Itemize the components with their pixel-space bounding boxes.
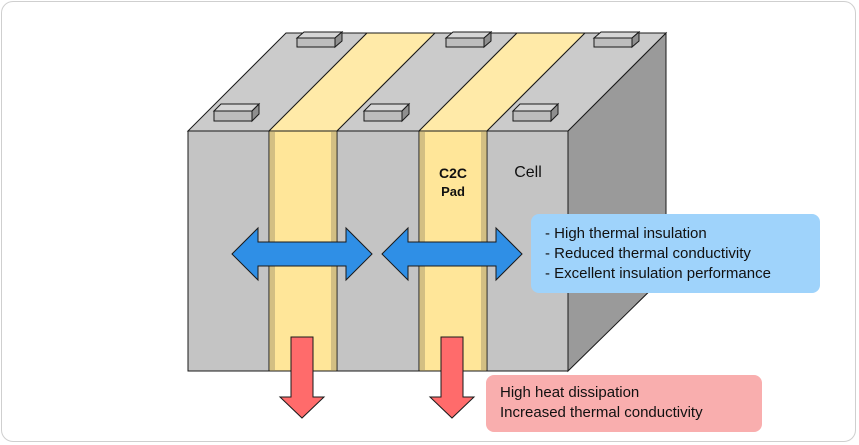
dissipation-arrow-left: [278, 336, 326, 419]
insulation-arrow-right: [381, 226, 523, 282]
pad-label-line-1: C2C: [439, 165, 467, 181]
insulation-line-2: - Reduced thermal conductivity: [545, 245, 751, 262]
dissipation-line-2: Increased thermal conductivity: [500, 404, 703, 421]
terminal-back-1: [295, 30, 344, 49]
cell-label: Cell: [514, 164, 542, 181]
dissipation-callout: High heat dissipation Increased thermal …: [486, 375, 762, 432]
terminal-back-3: [592, 30, 641, 49]
insulation-arrow-left: [231, 226, 373, 282]
pad-label-line-2: Pad: [441, 184, 465, 199]
insulation-callout: - High thermal insulation - Reduced ther…: [531, 214, 820, 293]
terminal-front-2: [362, 102, 411, 123]
terminal-front-3: [511, 102, 560, 123]
insulation-line-1: - High thermal insulation: [545, 225, 707, 242]
dissipation-line-1: High heat dissipation: [500, 384, 640, 401]
terminal-back-2: [444, 30, 493, 49]
insulation-line-3: - Excellent insulation performance: [545, 265, 771, 282]
terminal-front-1: [212, 102, 261, 123]
dissipation-arrow-right: [428, 336, 476, 419]
